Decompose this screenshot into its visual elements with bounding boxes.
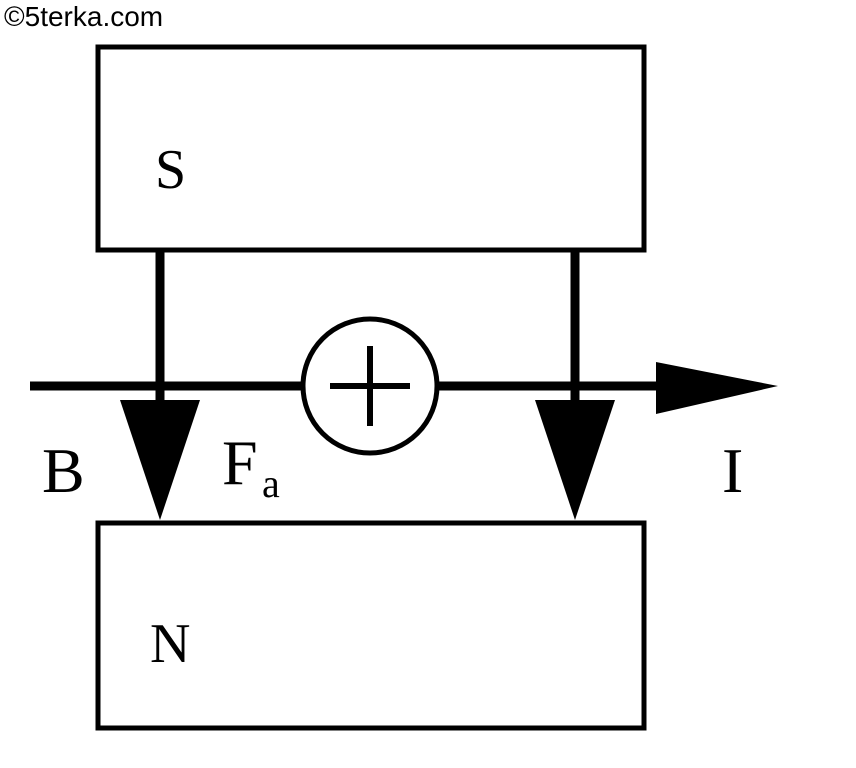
label-force-sub: a bbox=[262, 461, 280, 506]
plus-in-circle-icon bbox=[300, 316, 440, 456]
field-line-right bbox=[535, 250, 615, 520]
magnet-south-label: S bbox=[155, 139, 186, 201]
magnet-south: S bbox=[95, 44, 647, 253]
label-force-main: F bbox=[222, 427, 258, 498]
field-line-left bbox=[120, 250, 200, 520]
magnet-north-label: N bbox=[150, 613, 190, 675]
field-arrowhead-left bbox=[120, 400, 200, 520]
magnet-north: N bbox=[95, 520, 647, 731]
watermark: ©5terka.com bbox=[4, 1, 163, 32]
magnet-north-box bbox=[95, 520, 647, 731]
label-current-i: I bbox=[722, 435, 743, 506]
axis-arrowhead bbox=[656, 362, 778, 414]
label-field-b: B bbox=[42, 435, 85, 506]
label-force: F a bbox=[222, 427, 280, 506]
horizontal-axis bbox=[30, 362, 778, 414]
magnet-south-box bbox=[95, 44, 647, 253]
field-arrowhead-right bbox=[535, 400, 615, 520]
